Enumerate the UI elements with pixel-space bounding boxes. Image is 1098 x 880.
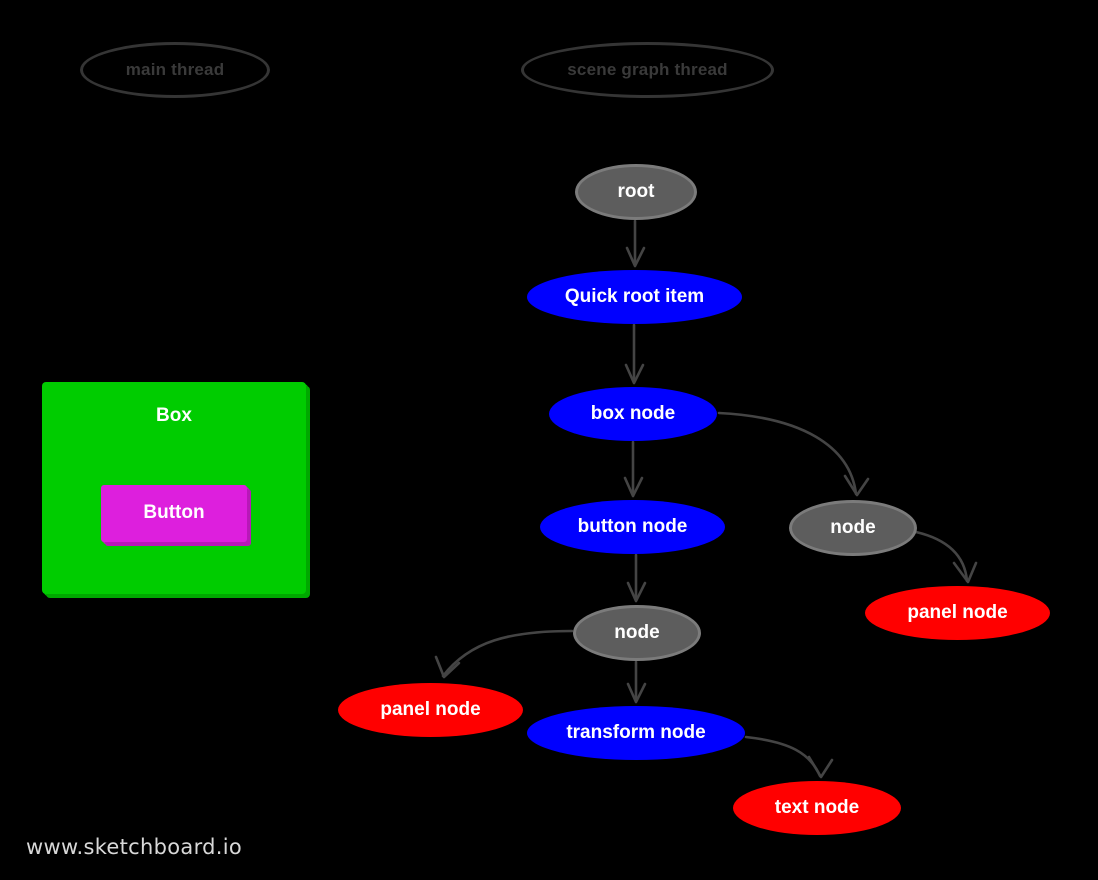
ah-box-button xyxy=(623,476,644,498)
node-label: box node xyxy=(590,402,676,424)
ah-quick-box xyxy=(624,363,645,385)
edge-box-node-to-node-right xyxy=(717,411,858,496)
node-label: node xyxy=(830,516,876,538)
swimlane-main-thread[interactable]: main thread xyxy=(80,42,270,98)
node-transform-node[interactable]: transform node xyxy=(527,706,745,760)
swimlane-scene-graph-thread[interactable]: scene graph thread xyxy=(521,42,774,98)
swimlane-label: scene graph thread xyxy=(567,59,728,79)
ah-noderight-panelright xyxy=(952,561,978,584)
swimlane-label: main thread xyxy=(125,59,225,79)
ah-transform-textnode xyxy=(807,755,834,779)
node-text-node[interactable]: text node xyxy=(733,781,901,835)
node-label: root xyxy=(617,180,655,202)
watermark: www.sketchboard.io xyxy=(26,835,243,859)
mockup-button-label: Button xyxy=(143,502,205,524)
node-node-center[interactable]: node xyxy=(573,605,701,661)
mockup-button[interactable]: Button xyxy=(101,485,247,542)
node-label: text node xyxy=(774,796,860,818)
node-panel-node-right[interactable]: panel node xyxy=(865,586,1050,640)
node-node-right[interactable]: node xyxy=(789,500,917,556)
ah-button-nodecenter xyxy=(626,581,647,603)
node-label: transform node xyxy=(566,721,706,743)
node-box-node[interactable]: box node xyxy=(549,387,717,441)
node-panel-node-left[interactable]: panel node xyxy=(338,683,523,737)
edge-node-right-to-panel-node-right xyxy=(914,530,969,583)
edge-node-center-to-panel-node-left xyxy=(441,629,574,678)
node-label: Quick root item xyxy=(564,285,705,307)
ah-nodecenter-transform xyxy=(626,682,647,704)
ah-root-quick xyxy=(625,246,646,268)
ah-box-noderight xyxy=(843,474,870,497)
node-label: button node xyxy=(577,515,688,537)
ah-nodecenter-panelleft xyxy=(434,655,461,679)
node-label: node xyxy=(614,621,660,643)
node-label: panel node xyxy=(907,601,1008,623)
node-quick-root-item[interactable]: Quick root item xyxy=(527,270,742,324)
node-button-node[interactable]: button node xyxy=(540,500,725,554)
edge-transform-node-to-text-node xyxy=(744,735,822,778)
node-root[interactable]: root xyxy=(575,164,697,220)
mockup-box-label: Box xyxy=(156,405,192,426)
node-label: panel node xyxy=(380,698,481,720)
